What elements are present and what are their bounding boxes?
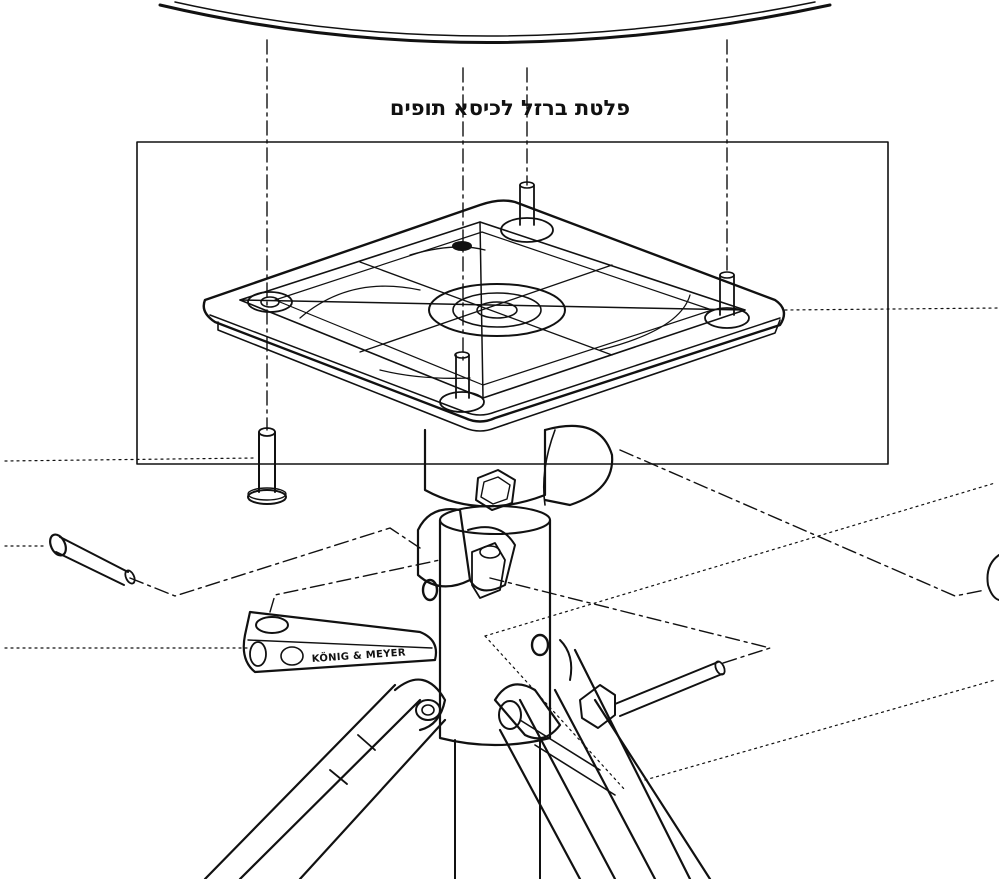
partial-part-right [986,554,999,601]
bolt-right [579,660,726,729]
plate-frame-box [136,141,889,465]
seat-plate [202,181,786,432]
swivel-hub [423,424,614,511]
bolt-left [49,533,136,586]
central-tube [438,505,552,880]
seat-shell [158,1,832,44]
assembly-guide-lines [129,39,986,665]
tripod-legs [203,639,712,881]
diagram-title: פלטת ברזל לכיסא תופים [389,96,631,120]
leader-lines [4,307,999,791]
brand-clamp-lever: KÖNIG & MEYER [242,610,438,674]
loose-pin [247,427,287,505]
clamp-collar [416,508,516,602]
